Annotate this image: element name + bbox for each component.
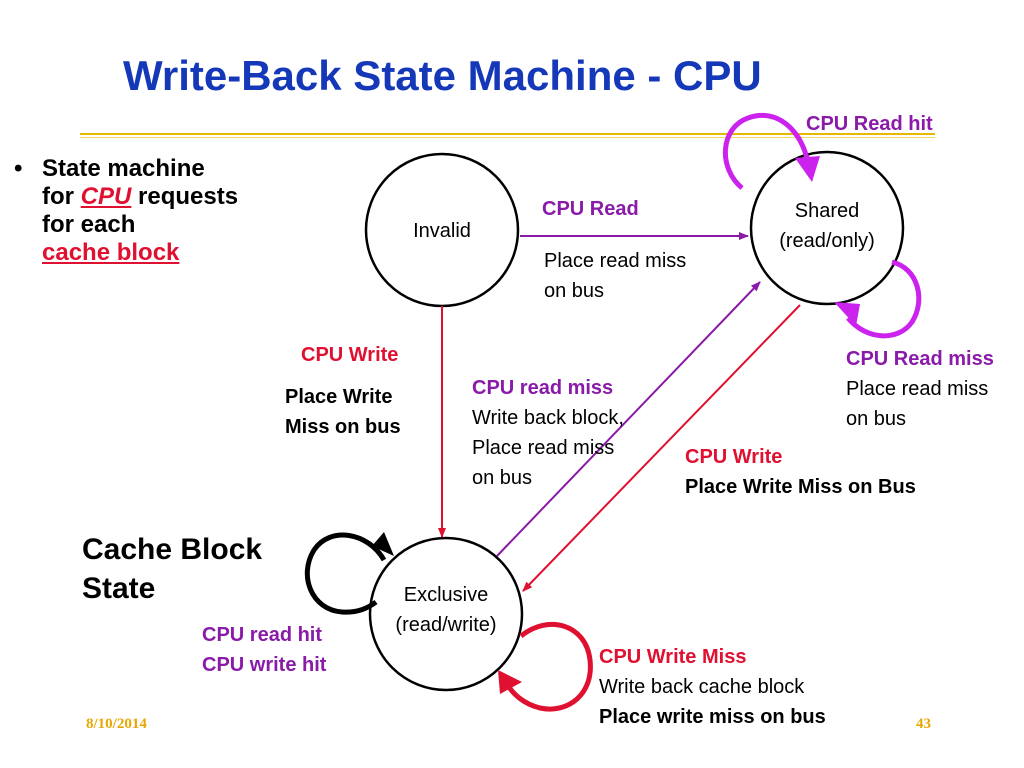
- cpu-read-label: CPU Read: [542, 198, 639, 220]
- bullet-line-3: for each: [42, 211, 136, 238]
- exclusive-state-circle: [368, 536, 524, 692]
- exclusive-write-miss-arrowhead: [498, 670, 522, 694]
- slide-title: Write-Back State Machine - CPU: [123, 52, 762, 99]
- shared-read-miss-line-2: on bus: [846, 408, 907, 430]
- exclusive-read-miss-line-3: on bus: [472, 467, 533, 489]
- shared-read-miss-loop: [846, 259, 922, 339]
- shared-read-hit-loop: [722, 112, 811, 190]
- exclusive-read-miss-line-1: Write back block,: [472, 407, 624, 429]
- bullet-marker: •: [14, 155, 23, 182]
- invalid-write-action-line-1: Place Write: [285, 386, 393, 408]
- shared-write-title: CPU Write: [685, 446, 783, 468]
- exclusive-to-shared-arrow: [496, 281, 761, 557]
- shared-read-miss-label: CPU Read miss Place read miss on bus: [846, 344, 994, 434]
- invalid-state-label: Invalid: [413, 220, 471, 242]
- shared-to-exclusive-arrow: [522, 304, 801, 592]
- bullet-for: for: [42, 183, 81, 210]
- footer-page-number: 43: [916, 716, 931, 732]
- bullet-line-2: for CPU requests: [42, 183, 302, 211]
- shared-read-hit-arrowhead: [795, 156, 820, 182]
- title-rule-secondary: [80, 137, 935, 138]
- exclusive-hit-line-1: CPU read hit: [202, 624, 323, 646]
- exclusive-hit-line-2: CPU write hit: [202, 654, 327, 676]
- shared-line-1: Shared: [794, 200, 860, 222]
- cpu-read-hit-label: CPU Read hit: [806, 113, 933, 135]
- exclusive-state-label: Exclusive (read/write): [371, 580, 521, 640]
- bullet-requests: requests: [131, 183, 239, 210]
- exclusive-hit-label: CPU read hit CPU write hit: [202, 620, 326, 680]
- shared-write-label: CPU Write Place Write Miss on Bus: [685, 442, 916, 502]
- bullet-line-1: State machine: [42, 155, 205, 182]
- exclusive-line-1: Exclusive: [403, 584, 489, 606]
- invalid-read-action: Place read miss on bus: [544, 246, 686, 306]
- invalid-read-action-line-2: on bus: [544, 280, 605, 302]
- cache-block-state-line-2: State: [82, 572, 156, 605]
- cache-block-state-caption: Cache Block State: [82, 530, 262, 608]
- bullet-text: State machine for CPU requests for each …: [42, 155, 302, 267]
- exclusive-read-miss-title: CPU read miss: [472, 377, 614, 399]
- write-miss-line-1: Write back cache block: [599, 676, 805, 698]
- exclusive-read-miss-label: CPU read miss Write back block, Place re…: [472, 373, 624, 493]
- write-miss-line-2: Place write miss on bus: [599, 706, 826, 728]
- title-rule: [80, 133, 935, 135]
- exclusive-write-miss-loop: [503, 621, 593, 712]
- cpu-write-label: CPU Write: [301, 344, 399, 366]
- exclusive-line-2: (read/write): [395, 614, 497, 636]
- exclusive-hit-arrowhead: [372, 532, 394, 556]
- shared-state-label: Shared (read/only): [757, 196, 897, 256]
- footer-date: 8/10/2014: [86, 716, 147, 732]
- cache-block-state-line-1: Cache Block: [82, 533, 263, 566]
- bullet-cache-block: cache block: [42, 239, 180, 266]
- shared-read-miss-title: CPU Read miss: [846, 348, 994, 370]
- write-miss-title: CPU Write Miss: [599, 646, 747, 668]
- shared-read-miss-line-1: Place read miss: [846, 378, 989, 400]
- shared-state-circle: [749, 150, 905, 306]
- exclusive-hit-loop: [304, 532, 387, 615]
- shared-write-action: Place Write Miss on Bus: [685, 476, 916, 498]
- shared-line-2: (read/only): [779, 230, 875, 252]
- bullet-cpu: CPU: [80, 183, 132, 210]
- write-miss-label: CPU Write Miss Write back cache block Pl…: [599, 642, 826, 732]
- invalid-write-action-line-2: Miss on bus: [285, 416, 401, 438]
- shared-read-miss-arrowhead: [834, 302, 860, 326]
- invalid-read-action-line-1: Place read miss: [544, 250, 687, 272]
- exclusive-read-miss-line-2: Place read miss: [472, 437, 615, 459]
- invalid-write-action: Place Write Miss on bus: [285, 382, 401, 442]
